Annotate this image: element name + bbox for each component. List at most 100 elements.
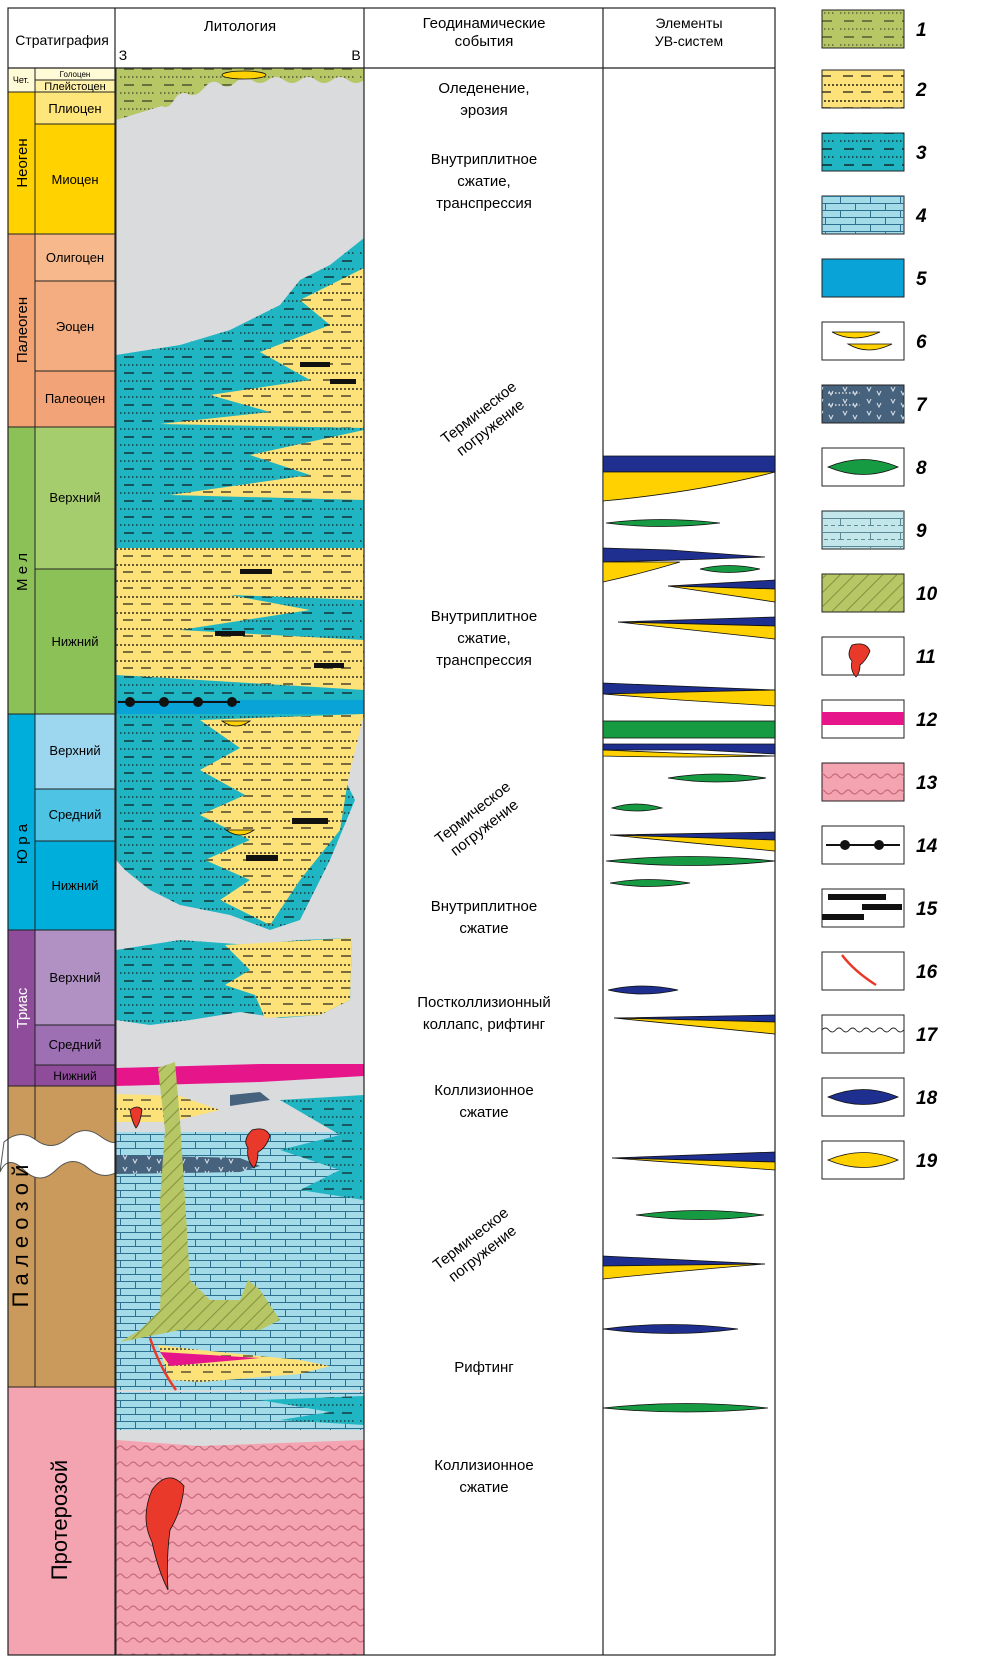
seal-wedge bbox=[602, 547, 766, 563]
reservoir-wedge bbox=[602, 561, 681, 583]
header-lithology: Литология bbox=[204, 18, 276, 35]
legend-item-4: 4 bbox=[821, 195, 927, 235]
svg-text:17: 17 bbox=[916, 1025, 939, 1046]
legend-item-15: 15 bbox=[821, 888, 938, 928]
event-label: эрозия bbox=[460, 102, 508, 119]
reservoir-wedge bbox=[602, 689, 776, 707]
header-geodynamic: события bbox=[455, 33, 514, 50]
svg-text:14: 14 bbox=[916, 836, 938, 857]
system-label-triassic: Триас bbox=[14, 987, 31, 1028]
reservoir-wedge bbox=[602, 471, 776, 502]
system-label-proterozoic: Протерозой bbox=[47, 1460, 72, 1580]
svg-text:1: 1 bbox=[916, 20, 927, 41]
svg-text:9: 9 bbox=[916, 521, 927, 542]
legend-item-14: 14 bbox=[821, 825, 938, 865]
legend-item-6: 6 bbox=[821, 321, 927, 361]
event-label: Коллизионное bbox=[434, 1457, 534, 1474]
svg-text:8: 8 bbox=[916, 458, 927, 479]
source-lens bbox=[605, 856, 776, 866]
reservoir-wedge bbox=[667, 585, 776, 603]
system-neogene-cell bbox=[7, 91, 36, 235]
system-label-paleozoic: П а л е о з о й bbox=[8, 1165, 33, 1308]
geodynamic-events: Оледенение, эрозия Внутриплитное сжатие,… bbox=[417, 80, 550, 1496]
svg-text:4: 4 bbox=[915, 206, 927, 227]
event-label: Внутриплитное bbox=[431, 608, 537, 625]
legend-item-16: 16 bbox=[821, 951, 938, 991]
reservoir-wedge bbox=[609, 834, 776, 852]
legend: 1 2 3 4 5 6 bbox=[821, 9, 939, 1180]
svg-text:18: 18 bbox=[916, 1088, 938, 1109]
legend-item-9: 9 bbox=[821, 510, 927, 550]
system-paleogene-cell bbox=[7, 233, 36, 428]
event-label: Внутриплитное bbox=[431, 151, 537, 168]
series-label: Палеоцен bbox=[45, 391, 105, 406]
table-header: Стратиграфия Литология З В Геодинамическ… bbox=[15, 15, 723, 63]
event-label: сжатие bbox=[459, 1104, 508, 1121]
event-label: Коллизионное bbox=[434, 1082, 534, 1099]
series-label: Плиоцен bbox=[48, 101, 101, 116]
svg-text:16: 16 bbox=[916, 962, 938, 983]
source-lens bbox=[699, 565, 761, 573]
reservoir-wedge bbox=[617, 621, 776, 640]
legend-item-13: 13 bbox=[821, 762, 938, 802]
legend-item-19: 19 bbox=[821, 1140, 938, 1180]
header-geodynamic: Геодинамические bbox=[423, 15, 546, 32]
event-label: сжатие bbox=[459, 920, 508, 937]
series-label: Нижний bbox=[53, 1069, 96, 1083]
svg-text:3: 3 bbox=[916, 143, 927, 164]
series-label: Средний bbox=[49, 807, 102, 822]
hc-accumulation-lens bbox=[607, 985, 679, 995]
series-label: Эоцен bbox=[56, 319, 94, 334]
header-lithology-west: З bbox=[119, 47, 127, 63]
event-label: Постколлизионный bbox=[417, 994, 550, 1011]
hc-system-elements bbox=[602, 455, 776, 1413]
system-proterozoic-cell bbox=[7, 1386, 116, 1656]
system-jurassic-cell bbox=[7, 713, 36, 931]
series-label: Верхний bbox=[49, 743, 100, 758]
event-label: Внутриплитное bbox=[431, 898, 537, 915]
source-lens bbox=[602, 1403, 769, 1413]
series-label: Нижний bbox=[51, 878, 98, 893]
legend-item-17: 17 bbox=[821, 1014, 939, 1054]
legend-item-1: 1 bbox=[821, 9, 927, 49]
reservoir-wedge bbox=[602, 1263, 766, 1280]
header-stratigraphy: Стратиграфия bbox=[15, 32, 109, 48]
svg-text:5: 5 bbox=[916, 269, 927, 290]
legend-item-5: 5 bbox=[821, 258, 927, 298]
svg-text:13: 13 bbox=[916, 773, 938, 794]
table-grid bbox=[7, 7, 776, 1656]
svg-text:6: 6 bbox=[916, 332, 927, 353]
event-label: коллапс, рифтинг bbox=[423, 1016, 546, 1033]
series-label: Верхний bbox=[49, 970, 100, 985]
reservoir-wedge bbox=[602, 749, 776, 758]
series-label: Верхний bbox=[49, 490, 100, 505]
header-elements: Элементы bbox=[655, 15, 722, 31]
reservoir-wedge bbox=[613, 1017, 776, 1035]
series-label: Голоцен bbox=[60, 70, 91, 79]
svg-text:7: 7 bbox=[916, 395, 928, 416]
stratigraphy-column: Чет. Неоген Палеоген М е л Ю р а Триас П… bbox=[0, 67, 121, 1656]
source-lens bbox=[667, 773, 767, 783]
header-lithology-east: В bbox=[351, 47, 360, 63]
system-label-quaternary: Чет. bbox=[13, 75, 29, 85]
series-label: Олигоцен bbox=[46, 250, 104, 265]
source-lens bbox=[635, 1210, 765, 1220]
reservoir-wedge bbox=[611, 1157, 776, 1171]
legend-item-8: 8 bbox=[821, 447, 927, 487]
legend-item-7: 7 bbox=[821, 384, 928, 424]
svg-text:2: 2 bbox=[915, 80, 927, 101]
svg-text:11: 11 bbox=[916, 647, 936, 668]
svg-text:19: 19 bbox=[916, 1151, 938, 1172]
source-band bbox=[602, 720, 776, 739]
system-label-paleogene: Палеоген bbox=[14, 297, 31, 363]
event-label: транспрессия bbox=[436, 195, 532, 212]
source-lens bbox=[609, 879, 691, 887]
event-label: Рифтинг bbox=[454, 1359, 514, 1376]
event-label: сжатие bbox=[459, 1479, 508, 1496]
source-lens bbox=[605, 519, 721, 527]
system-label-neogene: Неоген bbox=[14, 138, 31, 187]
lithology-column bbox=[116, 68, 364, 1655]
series-label: Нижний bbox=[51, 634, 98, 649]
legend-item-18: 18 bbox=[821, 1077, 938, 1117]
event-label: сжатие, bbox=[457, 173, 510, 190]
